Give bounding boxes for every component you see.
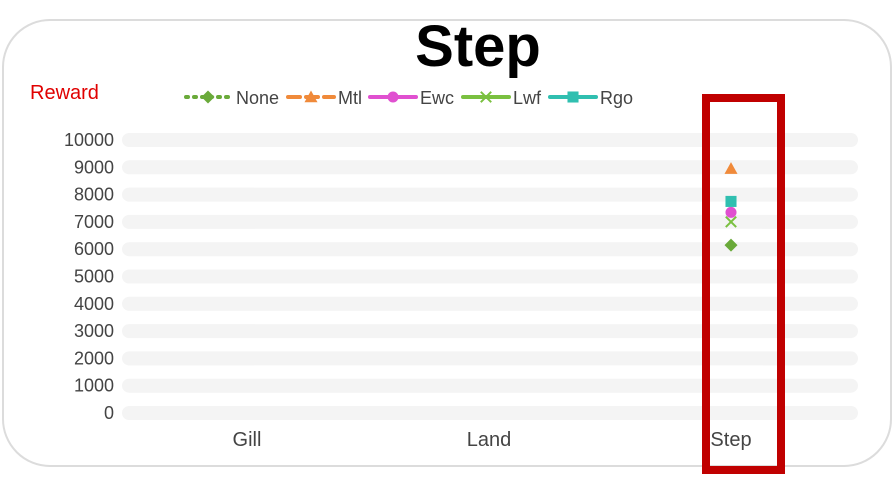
legend-marker: [387, 91, 399, 103]
y-tick-label: 0: [104, 403, 114, 423]
legend-item-ewc: Ewc: [368, 88, 454, 108]
legend-label: Ewc: [420, 88, 454, 108]
grid-band: [122, 378, 858, 393]
y-tick-label: 2000: [74, 348, 114, 368]
data-point-mtl: [724, 162, 738, 174]
chart-title: Step: [415, 14, 541, 79]
legend-label: Mtl: [338, 88, 362, 108]
legend-label: Rgo: [600, 88, 633, 108]
x-tick-label: Step: [710, 429, 751, 451]
grid-band: [122, 133, 858, 147]
legend: None Mtl Ewc Lwf Rgo: [184, 88, 633, 108]
y-tick-label: 4000: [74, 294, 114, 314]
data-point-ewc: [725, 206, 737, 218]
x-tick-labels: Gill Land Step: [233, 429, 752, 451]
highlight-layer: [702, 94, 785, 474]
legend-item-lwf: Lwf: [461, 88, 542, 108]
grid-bands: [122, 133, 858, 420]
data-point-lwf: [725, 215, 737, 228]
x-tick-label: Gill: [233, 429, 262, 451]
legend-marker: [567, 91, 579, 103]
y-tick-label: 7000: [74, 212, 114, 232]
data-points: [724, 162, 738, 252]
y-tick-labels: 0 1000 2000 3000 4000 5000 6000 7000 8000 9000 100…: [64, 130, 114, 423]
y-tick-label: 9000: [74, 157, 114, 177]
grid-band: [122, 242, 858, 257]
legend-marker: [304, 90, 318, 103]
legend-item-none: None: [184, 88, 279, 108]
grid-band: [122, 160, 858, 175]
grid-band: [122, 187, 858, 202]
highlight-box: [702, 94, 785, 474]
legend-marker: [480, 91, 492, 103]
data-point-rgo: [725, 195, 737, 207]
grid-band: [122, 351, 858, 366]
y-axis-label: Reward: [30, 82, 99, 104]
legend-label: None: [236, 88, 279, 108]
data-point-none: [724, 238, 738, 252]
grid-band: [122, 269, 858, 284]
y-tick-label: 6000: [74, 239, 114, 259]
y-tick-label: 5000: [74, 267, 114, 287]
grid-band: [122, 214, 858, 229]
grid-band: [122, 406, 858, 420]
legend-item-rgo: Rgo: [548, 88, 633, 108]
y-tick-label: 8000: [74, 185, 114, 205]
legend-marker: [201, 90, 215, 104]
legend-label: Lwf: [513, 88, 542, 108]
legend-item-mtl: Mtl: [286, 88, 362, 108]
y-tick-label: 1000: [74, 376, 114, 396]
grid-band: [122, 296, 858, 311]
y-tick-label: 3000: [74, 321, 114, 341]
x-tick-label: Land: [467, 429, 512, 451]
y-tick-label: 10000: [64, 130, 114, 150]
grid-band: [122, 324, 858, 339]
